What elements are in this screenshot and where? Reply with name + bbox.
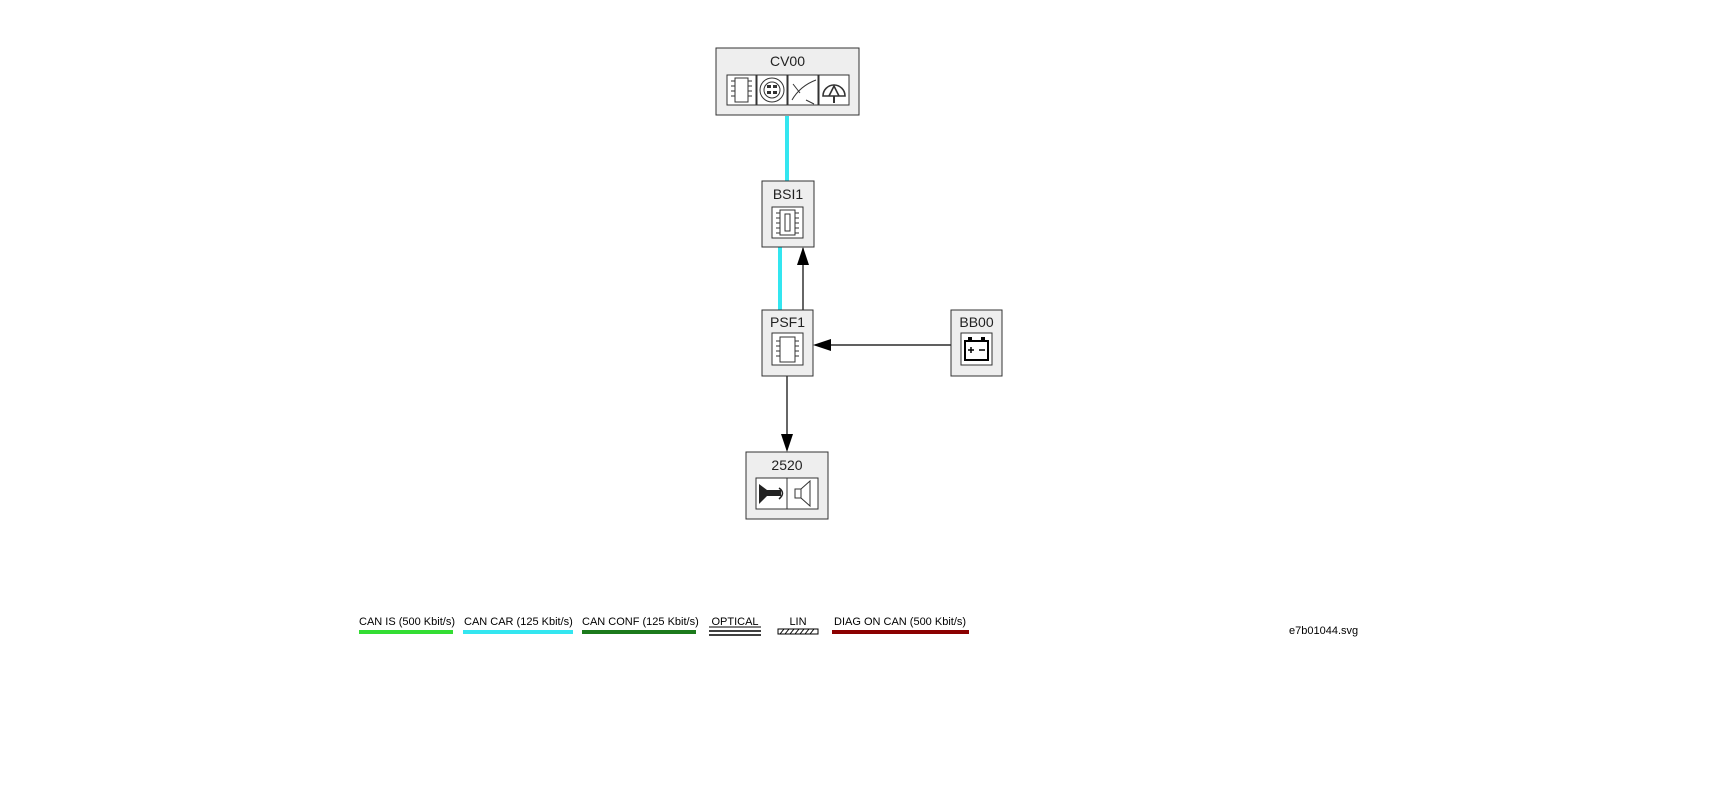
ecu-chip-icon: [726, 74, 757, 106]
horn-icon: [755, 477, 788, 510]
node-label-cv00: CV00: [770, 53, 805, 69]
node-bb00[interactable]: BB00: [950, 309, 1003, 377]
node-label-2520: 2520: [771, 457, 802, 473]
node-bsi1[interactable]: BSI1: [761, 180, 815, 248]
node-cv00[interactable]: CV00: [715, 47, 860, 116]
arrowhead-2520: [781, 434, 793, 452]
arrowhead-bsi1: [797, 247, 809, 265]
connector-plug-icon: [756, 74, 788, 106]
node-psf1[interactable]: PSF1: [761, 309, 814, 377]
file-name-label: e7b01044.svg: [1289, 625, 1358, 637]
legend-item-can-conf: CAN CONF (125 Kbit/s): [582, 616, 699, 634]
gauge-icon: [818, 74, 850, 106]
node-label-bb00: BB00: [959, 314, 993, 330]
ecu-chip-icon: [771, 206, 804, 239]
legend-label: OPTICAL: [711, 616, 758, 628]
wiper-icon: [787, 74, 819, 106]
legend-label: CAN CONF (125 Kbit/s): [582, 616, 699, 628]
connections: [778, 116, 951, 452]
legend-item-diag-on-can: DIAG ON CAN (500 Kbit/s): [832, 616, 969, 634]
battery-icon: [960, 332, 993, 366]
speaker-icon: [786, 477, 819, 510]
node-label-psf1: PSF1: [770, 314, 805, 330]
node-label-bsi1: BSI1: [773, 186, 804, 202]
legend-label: LIN: [789, 616, 806, 628]
legend-item-can-is: CAN IS (500 Kbit/s): [359, 616, 455, 634]
legend-item-lin: LIN: [777, 616, 819, 635]
legend-label: DIAG ON CAN (500 Kbit/s): [834, 616, 966, 628]
legend: CAN IS (500 Kbit/s) CAN CAR (125 Kbit/s)…: [359, 616, 969, 636]
arrowhead-psf1: [813, 339, 831, 351]
legend-item-optical: OPTICAL: [709, 616, 761, 636]
node-2520[interactable]: 2520: [745, 451, 829, 520]
legend-item-can-car: CAN CAR (125 Kbit/s): [463, 616, 573, 634]
legend-label: CAN CAR (125 Kbit/s): [464, 616, 573, 628]
legend-label: CAN IS (500 Kbit/s): [359, 616, 455, 628]
ecu-chip-icon: [771, 332, 804, 366]
